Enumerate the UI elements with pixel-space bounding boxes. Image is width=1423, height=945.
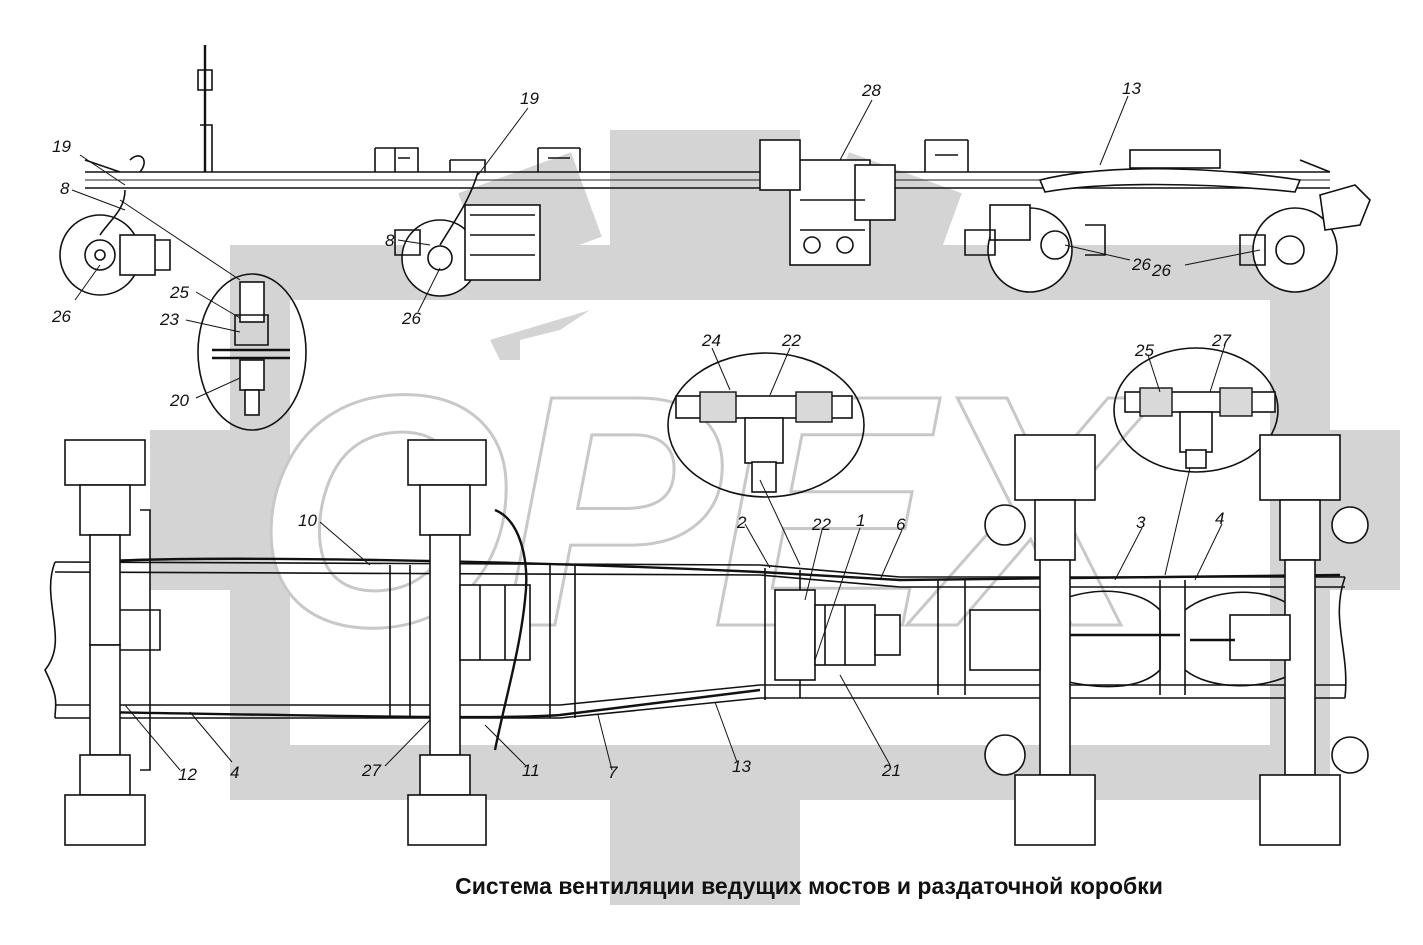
callout-26: 26 — [1151, 261, 1171, 280]
side-axle-2 — [394, 171, 541, 297]
callout-26: 26 — [401, 309, 421, 328]
callout-13: 13 — [1122, 79, 1141, 98]
side-rear-bogie — [964, 149, 1371, 293]
callout-10: 10 — [298, 511, 317, 530]
callout-11: 11 — [522, 761, 540, 780]
callout-26: 26 — [1131, 255, 1151, 274]
callout-6: 6 — [896, 515, 906, 534]
callout-19: 19 — [52, 137, 71, 156]
callout-28: 28 — [861, 81, 881, 100]
callout-22: 22 — [811, 515, 831, 534]
callout-8: 8 — [385, 231, 395, 250]
detail-circle-breather — [197, 273, 307, 431]
detail-circle-tee-left — [667, 352, 865, 498]
callout-22: 22 — [781, 331, 801, 350]
callout-3: 3 — [1136, 513, 1146, 532]
callout-26: 26 — [51, 307, 71, 326]
caption-text: Система вентиляции ведущих мостов и разд… — [455, 873, 1163, 899]
diagram-caption: Система вентиляции ведущих мостов и разд… — [0, 873, 1423, 900]
callout-27: 27 — [1211, 331, 1231, 350]
callout-25: 25 — [1134, 341, 1154, 360]
callout-8: 8 — [60, 179, 70, 198]
side-transfer-case — [759, 139, 896, 266]
plan-transfer-case — [774, 589, 901, 681]
callout-23: 23 — [159, 310, 179, 329]
callout-7: 7 — [608, 763, 618, 782]
callout-12: 12 — [178, 765, 197, 784]
detail-circle-tee-right — [1113, 347, 1279, 473]
callout-27: 27 — [361, 761, 381, 780]
callout-labels: 19 8 26 25 23 20 19 8 26 28 13 26 26 24 … — [51, 79, 1231, 784]
side-axle-1 — [59, 189, 171, 296]
callout-13: 13 — [732, 757, 751, 776]
callout-4: 4 — [230, 763, 239, 782]
plan-rear-axles — [969, 434, 1369, 846]
callout-1: 1 — [856, 511, 865, 530]
plan-axle-2 — [407, 439, 531, 846]
plan-axle-1 — [64, 439, 161, 846]
callout-19: 19 — [520, 89, 539, 108]
callout-4: 4 — [1215, 509, 1224, 528]
callout-25: 25 — [169, 283, 189, 302]
callout-20: 20 — [169, 391, 189, 410]
leader-lines — [71, 95, 1261, 771]
callout-24: 24 — [701, 331, 721, 350]
callout-2: 2 — [736, 513, 747, 532]
callout-21: 21 — [881, 761, 901, 780]
